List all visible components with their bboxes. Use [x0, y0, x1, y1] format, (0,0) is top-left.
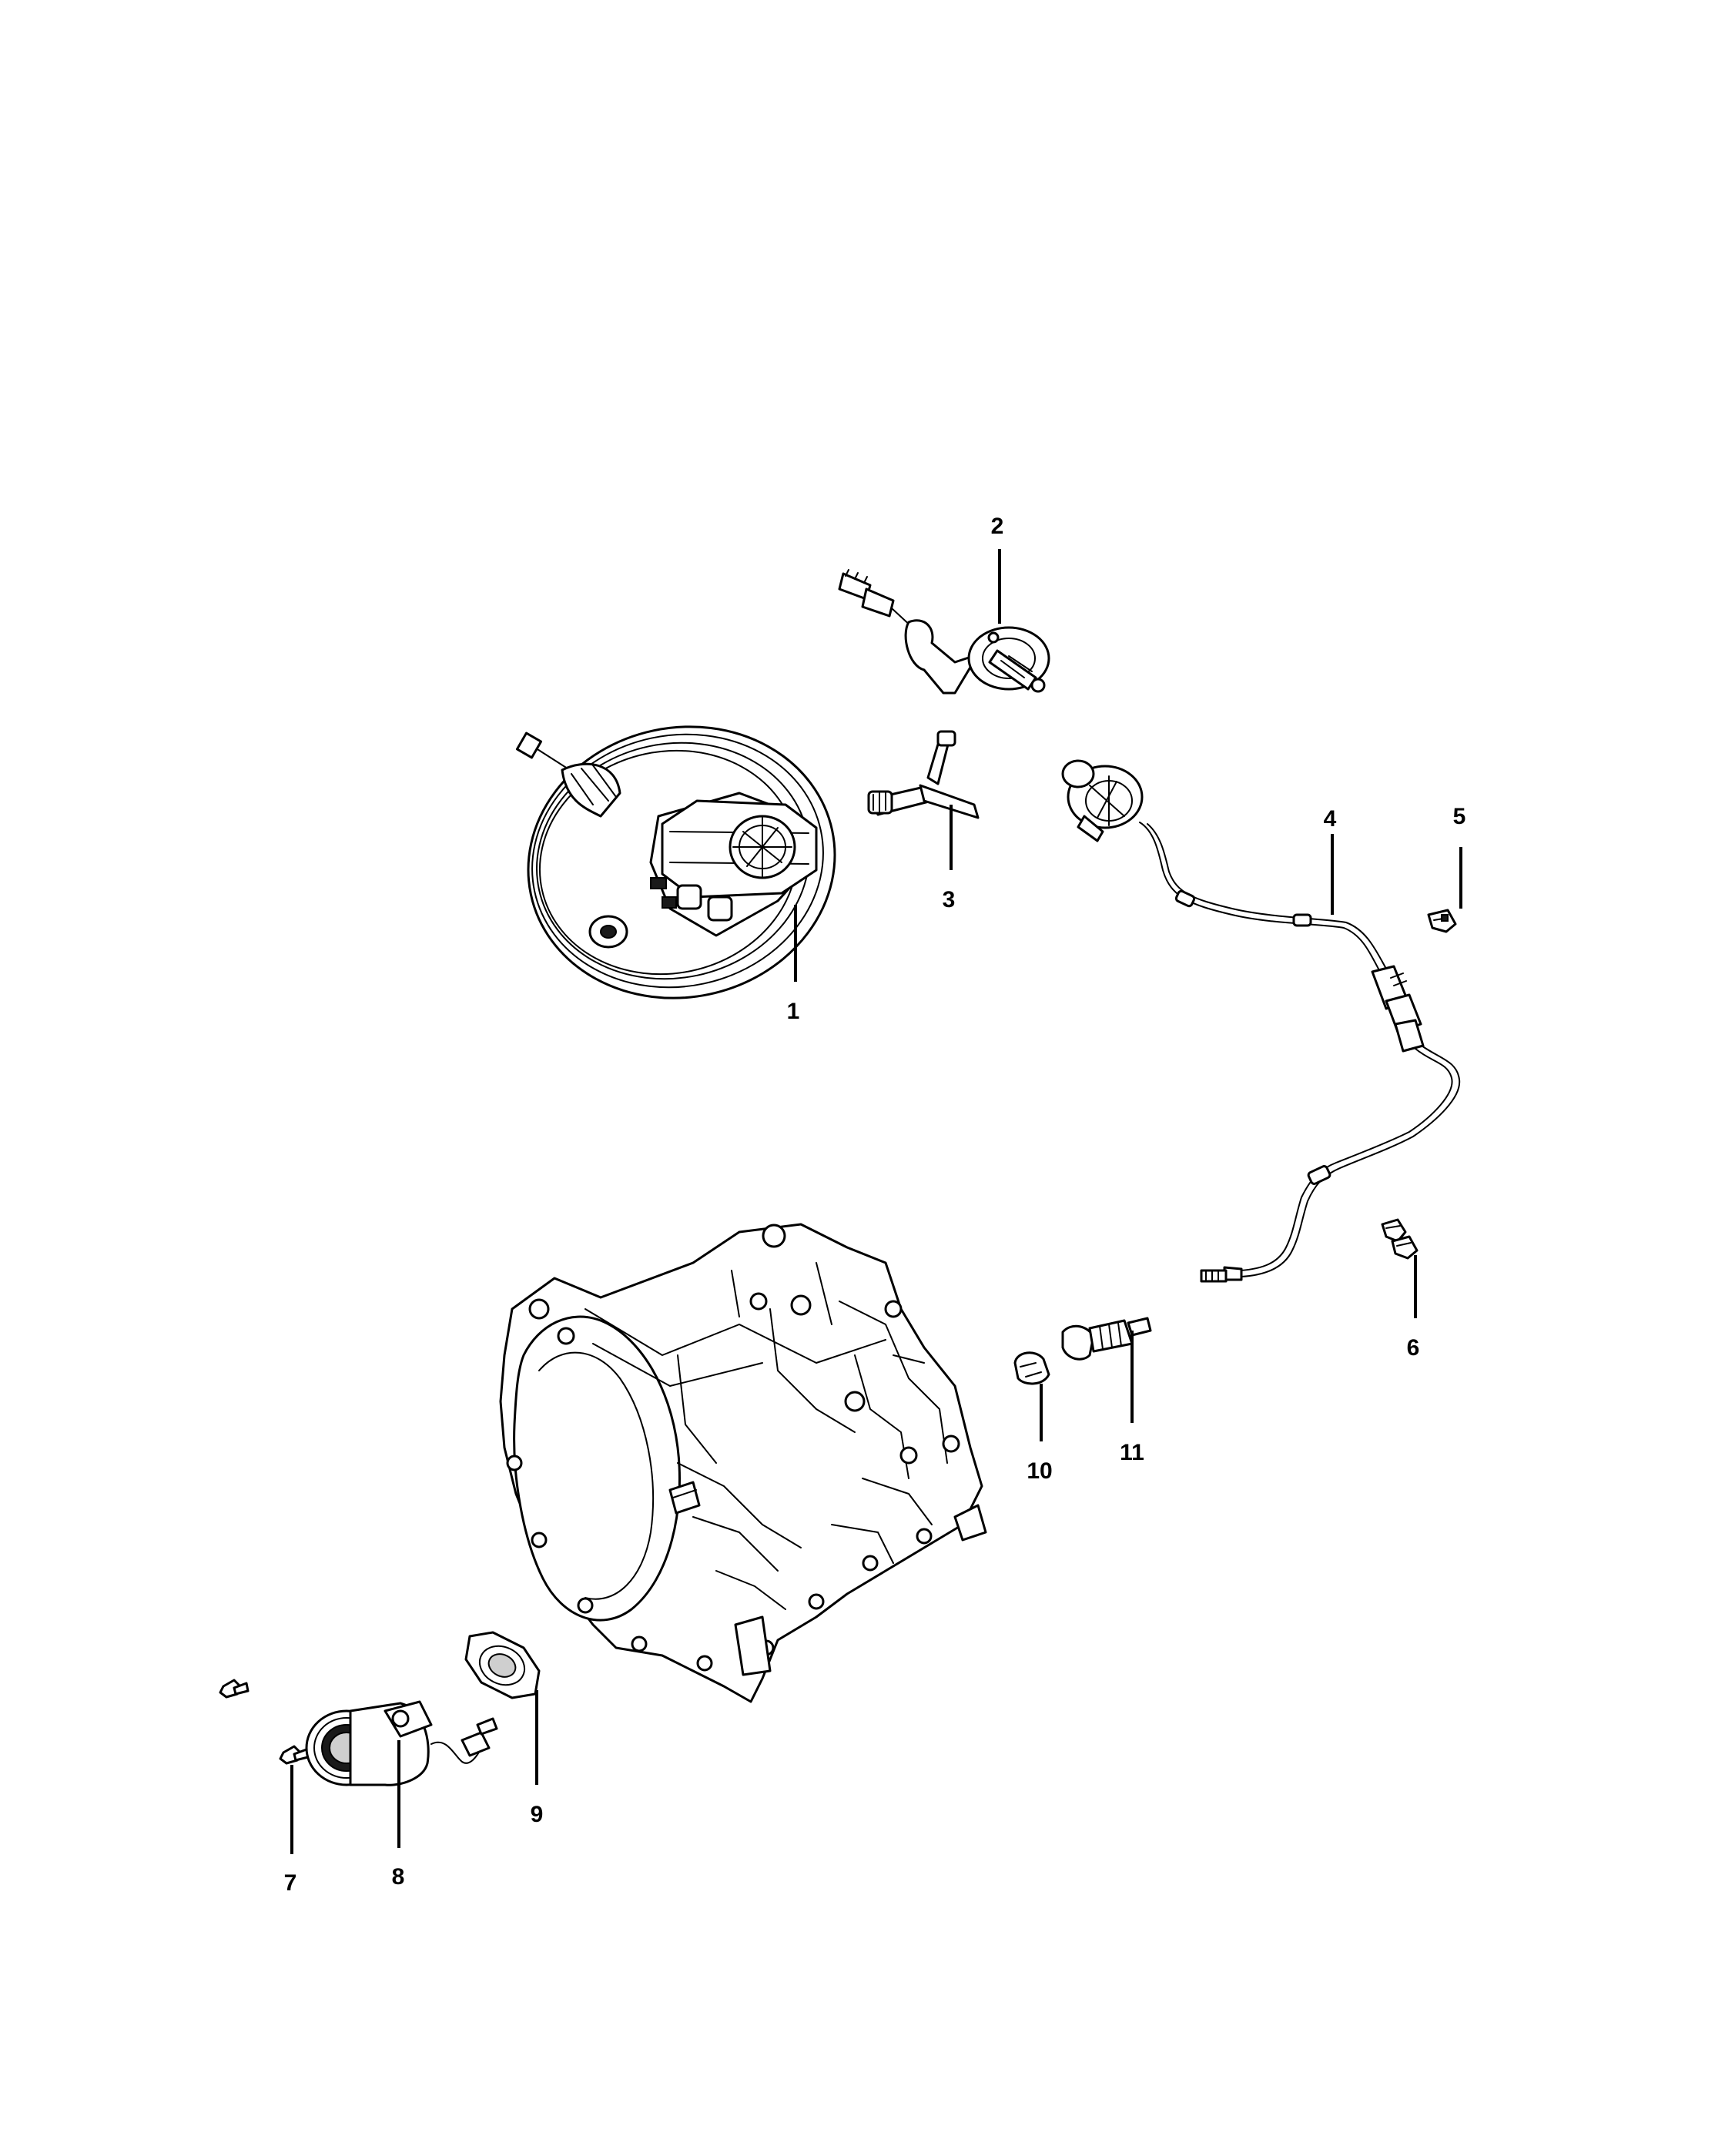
callout-8: 8	[392, 1864, 405, 1890]
clutch-hydraulic-line[interactable]	[1061, 759, 1461, 1283]
brake-booster-master-cylinder[interactable]	[503, 698, 860, 1026]
transmission-case	[499, 1223, 987, 1703]
slave-cylinder-seal[interactable]	[464, 1631, 541, 1699]
callout-5: 5	[1453, 804, 1466, 829]
callout-numbers: 1 2 3 4 5 6 7 8 9 10 11	[284, 514, 1466, 1896]
callout-11: 11	[1120, 1440, 1144, 1465]
callout-4: 4	[1324, 806, 1337, 832]
line-retaining-clip[interactable]	[1427, 909, 1457, 933]
concentric-slave-cylinder[interactable]	[305, 1700, 498, 1786]
callout-3: 3	[943, 887, 956, 912]
callout-1: 1	[787, 999, 800, 1024]
callout-10: 10	[1027, 1458, 1052, 1484]
bolt[interactable]	[219, 1679, 310, 1765]
callout-6: 6	[1407, 1335, 1420, 1361]
callout-7: 7	[284, 1870, 297, 1896]
hydraulic-hose-fitting[interactable]	[867, 730, 980, 819]
callout-leaders	[290, 549, 1462, 1854]
callout-2: 2	[991, 514, 1004, 539]
clutch-master-cylinder[interactable]	[838, 569, 1050, 695]
bushing[interactable]	[1013, 1351, 1050, 1385]
bleeder-connector[interactable]	[1061, 1317, 1152, 1361]
callout-9: 9	[531, 1802, 544, 1827]
line-retaining-clip-2[interactable]	[1381, 1218, 1419, 1260]
